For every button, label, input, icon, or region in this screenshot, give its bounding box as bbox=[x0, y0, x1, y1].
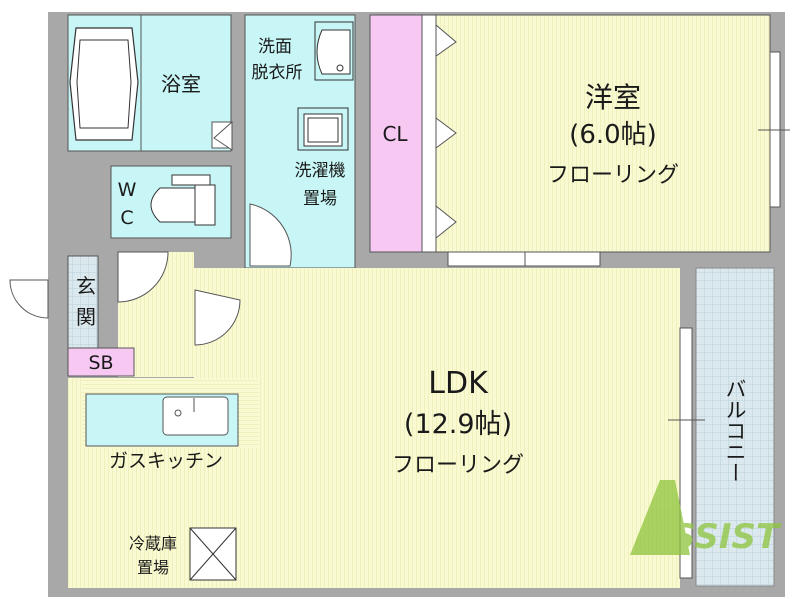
closet-floor bbox=[369, 14, 423, 253]
entrance-label-line1: 玄 bbox=[76, 274, 96, 298]
laundry-label-line1: 洗濯機 bbox=[295, 161, 346, 181]
closet-door-marks bbox=[421, 14, 457, 253]
kitchen-label: ガスキッチン bbox=[109, 450, 223, 472]
western-room-size: (6.0帖) bbox=[569, 120, 657, 150]
washroom-label-line2: 脱衣所 bbox=[252, 63, 303, 83]
laundry-label-line2: 置場 bbox=[303, 189, 337, 209]
doors bbox=[9, 120, 292, 346]
shoe-box-label: SB bbox=[88, 352, 113, 374]
washroom-label-line1: 洗面 bbox=[258, 37, 292, 57]
bathtub bbox=[67, 14, 142, 152]
watermark-logo: ASSIST bbox=[630, 480, 782, 557]
hall-floor-2 bbox=[194, 268, 680, 378]
entrance-label-line2: 関 bbox=[76, 305, 96, 329]
ldk-room-floor: フローリング bbox=[392, 453, 524, 478]
balcony-floor bbox=[695, 267, 775, 587]
fridge-spot bbox=[189, 527, 237, 581]
fridge-label-line2: 置場 bbox=[137, 558, 169, 577]
washing-machine-spot bbox=[297, 107, 349, 151]
entrance-floor bbox=[67, 255, 99, 349]
toilet bbox=[150, 174, 216, 226]
wc-label-line1: W bbox=[118, 179, 137, 201]
bath-label: 浴室 bbox=[161, 72, 201, 96]
western-floor bbox=[435, 14, 771, 253]
shoe-box bbox=[67, 347, 135, 377]
ldk-room-size: (12.9帖) bbox=[404, 409, 512, 440]
kitchen-sink bbox=[162, 396, 229, 436]
western-room-floor: フローリング bbox=[547, 163, 679, 188]
wash-basin bbox=[314, 21, 354, 81]
wc-label-line2: C bbox=[120, 207, 133, 229]
fridge-label-line1: 冷蔵庫 bbox=[129, 534, 177, 553]
watermark-text: ASSIST bbox=[642, 517, 782, 557]
ldk-room-name: LDK bbox=[428, 366, 489, 401]
western-room-name: 洋室 bbox=[585, 81, 641, 114]
windows bbox=[447, 51, 790, 579]
closet-label: CL bbox=[382, 122, 408, 146]
balcony-label: バルコニー bbox=[723, 378, 747, 483]
